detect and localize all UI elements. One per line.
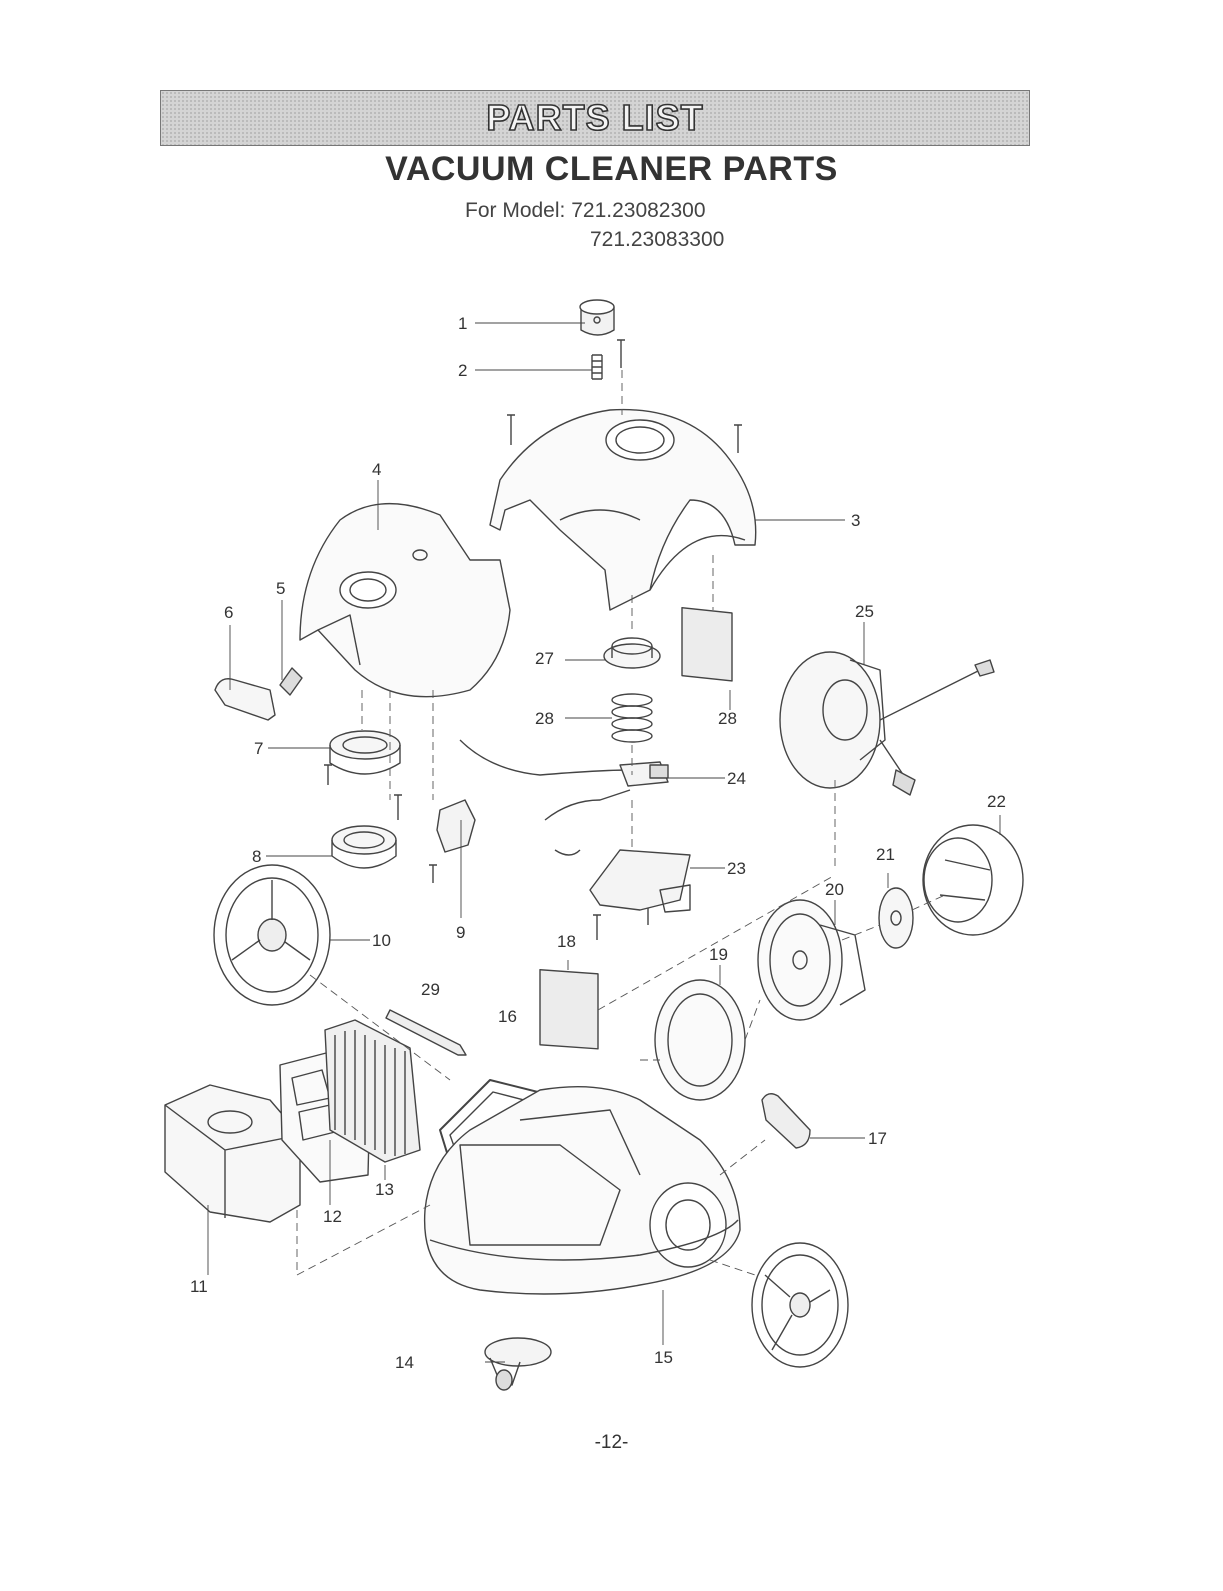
part-14-caster [485,1338,551,1390]
part-25-cord-reel [780,652,994,795]
callout-14: 14 [395,1353,414,1372]
callout-20: 20 [825,880,844,899]
rear-wheel [752,1243,848,1367]
callout-21: 21 [876,845,895,864]
callout-25: 25 [855,602,874,621]
part-22-end-cap [923,825,1023,935]
callout-22: 22 [987,792,1006,811]
callout-27: 27 [535,649,554,668]
callout-16: 16 [498,1007,517,1026]
part-7-hose-ring [330,731,400,774]
part-23-plate [590,850,690,912]
callout-10: 10 [372,931,391,950]
callout-9: 9 [456,923,465,942]
callout-12: 12 [323,1207,342,1226]
part-2-spring [592,355,602,379]
callout-7: 7 [254,739,263,758]
part-1-knob [580,300,614,335]
callout-28b: 28 [718,709,737,728]
part-10-wheel [214,865,330,1005]
callout-11: 11 [190,1277,208,1296]
callout-19: 19 [709,945,728,964]
callout-5: 5 [276,579,285,598]
callout-18: 18 [557,932,576,951]
part-11-filter-housing [165,1085,300,1222]
callout-8: 8 [252,847,261,866]
part-21-washer [879,888,913,948]
callout-4: 4 [372,460,381,479]
callout-3: 3 [851,511,860,530]
part-27-cap [604,638,660,668]
callout-1: 1 [458,314,467,333]
callout-24: 24 [727,769,746,788]
callout-2: 2 [458,361,467,380]
part-3-top-cover [490,410,756,610]
part-28-spring [612,694,652,742]
part-28-sheet [682,608,732,681]
part-18-filter-sheet [540,970,598,1049]
part-20-motor [758,900,865,1020]
part-8-ring [332,826,396,868]
callout-23: 23 [727,859,746,878]
callout-29: 29 [421,980,440,999]
part-17-nozzle [762,1094,810,1148]
callout-15: 15 [654,1348,673,1367]
part-15-body [425,1087,740,1294]
callout-6: 6 [224,603,233,622]
callout-17: 17 [868,1129,887,1148]
part-4-lid [300,504,510,697]
callout-28a: 28 [535,709,554,728]
part-5-bumper [280,668,302,695]
part-6-handle [215,679,275,720]
page-number: -12- [0,1432,1223,1454]
part-19-motor-ring [655,980,745,1100]
callout-13: 13 [375,1180,394,1199]
part-24-wiring [460,740,668,855]
part-9-latch [437,800,475,852]
